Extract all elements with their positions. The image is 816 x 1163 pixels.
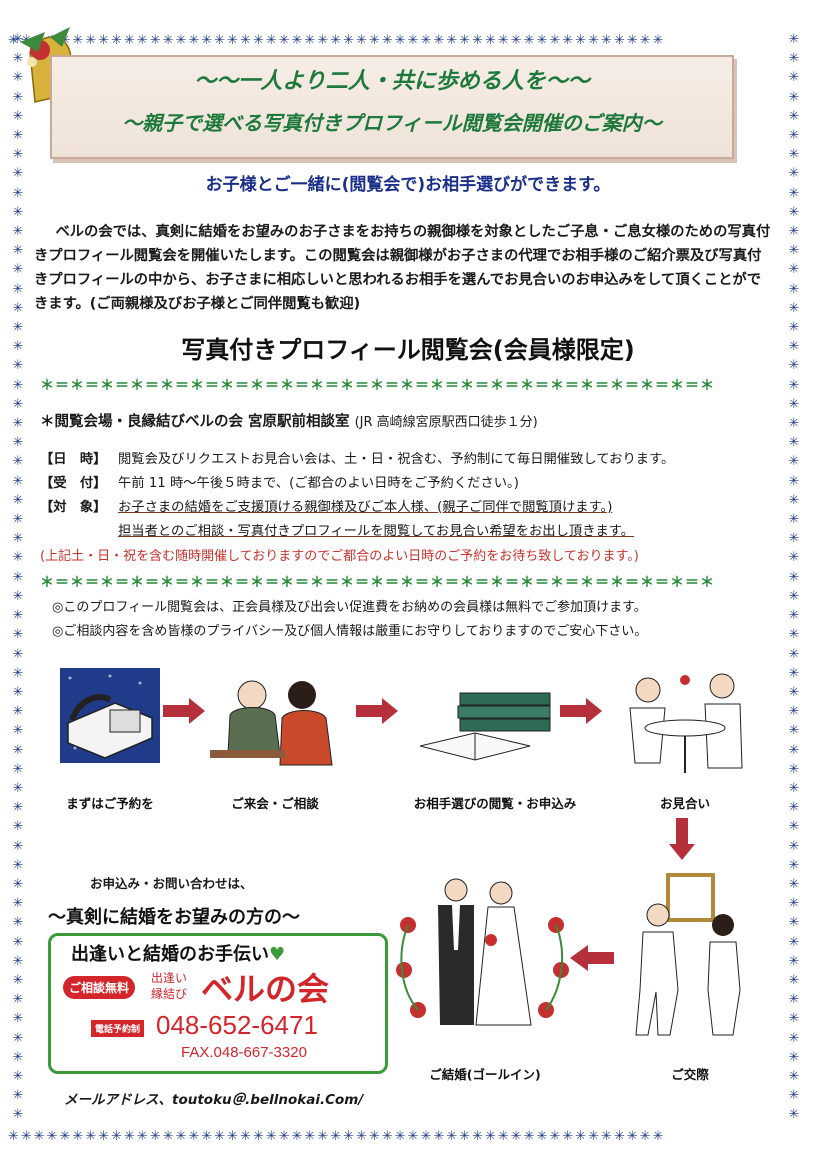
arrow-down-icon [669, 818, 695, 860]
arrow-right-icon [560, 698, 602, 724]
contact-heading: お申込み・お問い合わせは、 [90, 876, 253, 891]
title-banner: ～～一人より二人・共に歩める人を～～ ～親子で選べる写真付きプロフィール閲覧会開… [50, 55, 734, 159]
info-reception: 【受 付】午前 11 時～午後５時まで、(ご都合のよい日時をご予約ください。) [40, 472, 519, 491]
main-title: 写真付きプロフィール閲覧会(会員様限定) [181, 336, 635, 364]
separator-top: ＊＝＊＝＊＝＊＝＊＝＊＝＊＝＊＝＊＝＊＝＊＝＊＝＊＝＊＝＊＝＊＝＊＝＊＝＊＝＊＝… [40, 378, 715, 393]
banner-subheadline: ～親子で選べる写真付きプロフィール閲覧会開催のご案内～ [122, 111, 662, 135]
right-border: ✳✳✳✳✳✳✳✳✳✳✳✳✳✳✳✳✳✳✳✳✳✳✳✳✳✳✳✳✳✳✳✳✳✳✳✳✳✳✳✳… [788, 32, 800, 1123]
venue-name: ＊閲覧会場・良縁結びベルの会 宮原駅前相談室 [40, 414, 350, 430]
step-label-selection: お相手選びの閲覧・お申込み [413, 796, 577, 811]
small-brand: 出逢い 縁結び [151, 970, 187, 1002]
left-border: ✳✳✳✳✳✳✳✳✳✳✳✳✳✳✳✳✳✳✳✳✳✳✳✳✳✳✳✳✳✳✳✳✳✳✳✳✳✳✳✳… [12, 32, 24, 1123]
arrow-right-icon [163, 698, 205, 724]
venue-access: (JR 高崎線宮原駅西口徒歩１分) [354, 415, 538, 430]
contact-slogan: ～真剣に結婚をお望みの方の～ [48, 907, 300, 928]
date-text: 閲覧会及びリクエストお見合い会は、土・日・祝含む、予約制にて毎日開催致しておりま… [118, 452, 675, 467]
step-label-reservation: まずはご予約を [66, 796, 154, 811]
intro-paragraph: ベルの会では、真剣に結婚をお望みのお子さまをお持ちの親御様を対象としたご子息・ご… [34, 224, 771, 312]
small-brand-line2: 縁結び [151, 987, 188, 1001]
contact-card: 出逢いと結婚のお手伝い♥ ご相談無料 出逢い 縁結び ベルの会 電話予約制 04… [48, 933, 388, 1074]
phone-illustration [60, 668, 160, 763]
top-border: ✳✳✳✳✳✳✳✳✳✳✳✳✳✳✳✳✳✳✳✳✳✳✳✳✳✳✳✳✳✳✳✳✳✳✳✳✳✳✳✳… [8, 33, 666, 48]
step-label-wedding: ご結婚(ゴールイン) [429, 1067, 541, 1082]
bullet-free-participation: ◎このプロフィール閲覧会は、正会員様及び出会い促進費をお納めの会員様は無料でご参… [52, 600, 647, 615]
step-label-omiai: お見合い [659, 796, 710, 811]
phone-badge: 電話予約制 [91, 1020, 145, 1037]
dating-illustration [635, 873, 741, 1036]
date-label: 【日 時】 [40, 452, 107, 467]
email-address[interactable]: メールアドレス、toutoku＠.bellnokai.Com/ [64, 1092, 364, 1108]
tagline-text: 出逢いと結婚のお手伝い [71, 944, 269, 965]
books-illustration [420, 692, 551, 761]
arrow-left-icon [570, 945, 614, 971]
subtitle: お子様とご一緒に(閲覧会で)お相手選びができます。 [205, 175, 611, 195]
reception-text: 午前 11 時～午後５時まで、(ご都合のよい日時をご予約ください。) [118, 476, 519, 491]
wedding-illustration [396, 878, 569, 1026]
heart-icon: ♥ [269, 944, 286, 965]
info-target: 【対 象】お子さまの結婚をご支援頂ける親御様及びご本人様、(親子ご同伴で閲覧頂け… [40, 496, 612, 515]
target-text-2: 担当者とのご相談・写真付きプロフィールを閲覧してお見合い希望をお出し頂きます。 [118, 524, 635, 539]
step-label-dating: ご交際 [671, 1067, 709, 1082]
arrow-right-icon [356, 698, 398, 724]
venue-line: ＊閲覧会場・良縁結びベルの会 宮原駅前相談室 (JR 高崎線宮原駅西口徒歩１分) [40, 410, 538, 431]
phone-number[interactable]: 048-652-6471 [156, 1010, 318, 1040]
banner-headline: ～～一人より二人・共に歩める人を～～ [194, 68, 590, 94]
meeting-illustration [629, 673, 743, 773]
bullet-privacy: ◎ご相談内容を含め皆様のプライバシー及び個人情報は厳重にお守りしておりますのでご… [52, 624, 648, 639]
target-label: 【対 象】 [40, 500, 107, 515]
separator-bottom: ＊＝＊＝＊＝＊＝＊＝＊＝＊＝＊＝＊＝＊＝＊＝＊＝＊＝＊＝＊＝＊＝＊＝＊＝＊＝＊＝… [40, 575, 715, 590]
card-tagline: 出逢いと結婚のお手伝い♥ [71, 940, 285, 966]
consultation-illustration [210, 680, 333, 766]
brand-name: ベルの会 [201, 970, 330, 1008]
info-date: 【日 時】閲覧会及びリクエストお見合い会は、土・日・祝含む、予約制にて毎日開催致… [40, 448, 674, 467]
consult-free-badge: ご相談無料 [63, 976, 136, 999]
step-label-consultation: ご来会・ご相談 [231, 796, 319, 811]
reception-label: 【受 付】 [40, 476, 107, 491]
small-brand-line1: 出逢い [151, 971, 188, 985]
info-target-2: 担当者とのご相談・写真付きプロフィールを閲覧してお見合い希望をお出し頂きます。 [118, 520, 634, 539]
schedule-note: (上記土・日・祝を含む随時開催しておりますのでご都合のよい日時のご予約をお待ち致… [40, 549, 639, 564]
fax-number: FAX.048-667-3320 [181, 1044, 307, 1061]
bottom-border: ✳✳✳✳✳✳✳✳✳✳✳✳✳✳✳✳✳✳✳✳✳✳✳✳✳✳✳✳✳✳✳✳✳✳✳✳✳✳✳✳… [8, 1129, 666, 1144]
target-text-1: お子さまの結婚をご支援頂ける親御様及びご本人様、(親子ご同伴で閲覧頂けます。) [118, 500, 613, 515]
